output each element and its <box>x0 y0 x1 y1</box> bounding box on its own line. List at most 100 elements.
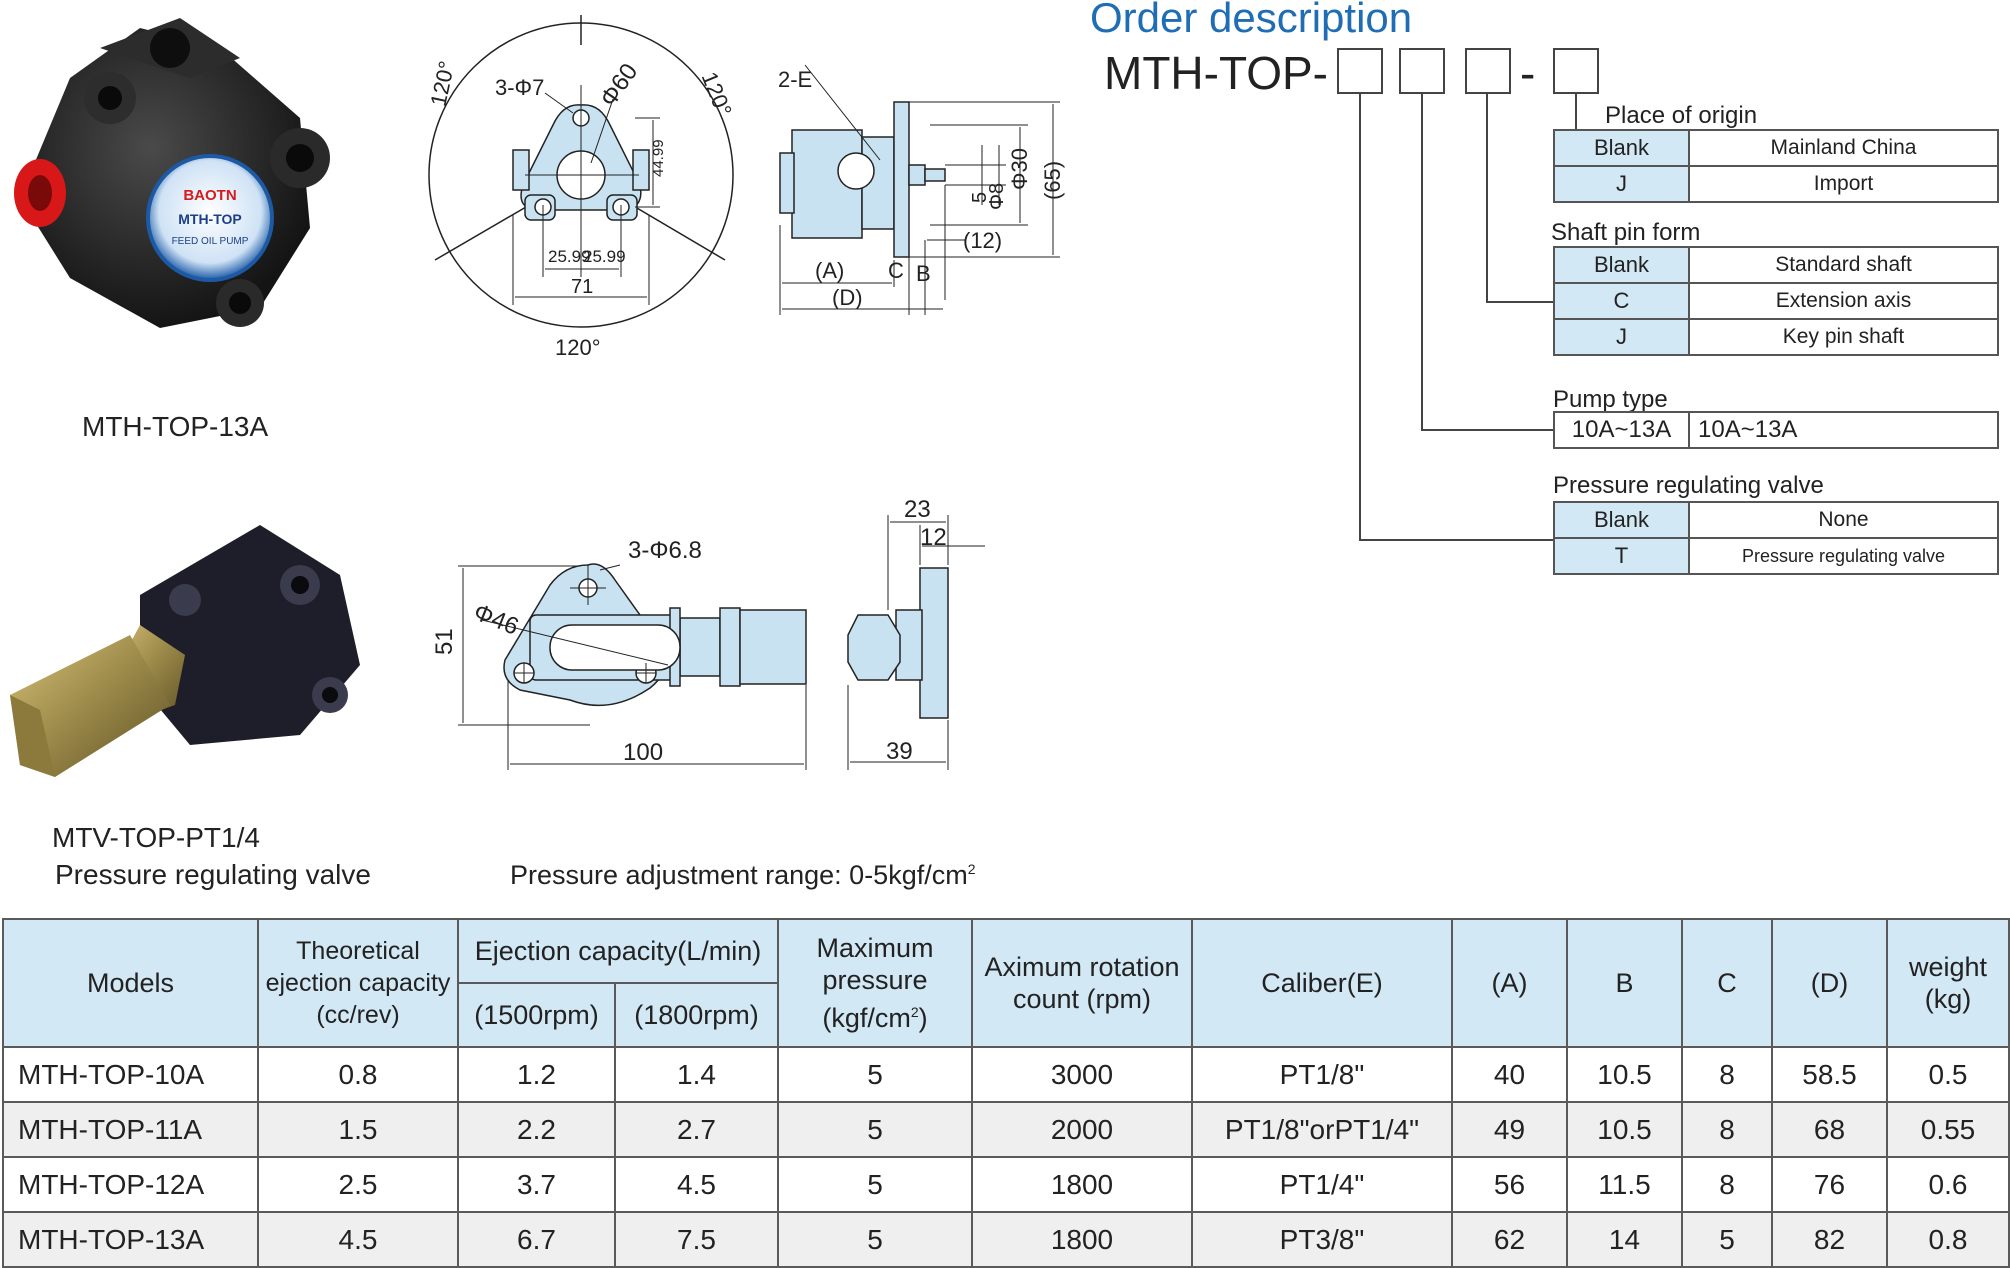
origin-value-blank: Mainland China <box>1688 129 1999 167</box>
header-c: C <box>1681 918 1773 1048</box>
pump-type-value: 10A~13A <box>1688 411 1999 449</box>
group-pump-type-title: Pump type <box>1553 386 1668 413</box>
table-cell: 4.5 <box>614 1156 779 1213</box>
pump-label-model: MTH-TOP <box>178 211 242 227</box>
pump-side-c: C <box>888 258 904 283</box>
pump-photo: BAOTN MTH-TOP FEED OIL PUMP <box>14 18 330 328</box>
pump-front-angle-right: 120° <box>697 68 737 120</box>
table-cell: 5 <box>777 1046 973 1103</box>
table-cell: MTH-TOP-10A <box>2 1046 259 1103</box>
header-theoretical: Theoretical ejection capacity (cc/rev) <box>257 918 459 1048</box>
group-origin-title: Place of origin <box>1605 102 1758 129</box>
table-cell: 1.2 <box>457 1046 616 1103</box>
valve-front-height: 51 <box>431 628 458 655</box>
table-cell: 40 <box>1451 1046 1568 1103</box>
order-code-box-valve <box>1337 48 1383 94</box>
pump-front-angle-left: 120° <box>425 59 459 109</box>
order-code-box-type <box>1399 48 1445 94</box>
table-cell: 62 <box>1451 1211 1568 1268</box>
header-rpm-1800: (1800rpm) <box>614 982 779 1048</box>
origin-value-j: Import <box>1688 165 1999 203</box>
table-cell: 56 <box>1451 1156 1568 1213</box>
table-cell: 0.8 <box>1886 1211 2010 1268</box>
table-cell: 7.5 <box>614 1211 779 1268</box>
table-cell: MTH-TOP-13A <box>2 1211 259 1268</box>
spec-table: Models Theoretical ejection capacity (cc… <box>2 918 2010 1268</box>
valve-caption-model: MTV-TOP-PT1/4 <box>52 822 260 853</box>
pump-front-width: 71 <box>571 276 593 298</box>
table-cell: 2.7 <box>614 1101 779 1158</box>
valve-side-d39: 39 <box>886 738 913 765</box>
shaft-key-c: C <box>1553 282 1690 320</box>
table-cell: 8 <box>1681 1101 1773 1158</box>
table-cell: 1800 <box>971 1156 1193 1213</box>
pump-caption: MTH-TOP-13A <box>82 411 269 442</box>
origin-key-blank: Blank <box>1553 129 1690 167</box>
pump-front-angle-bottom: 120° <box>555 335 601 360</box>
pump-front-dia: Φ60 <box>595 59 643 112</box>
valve-photo <box>10 525 360 777</box>
table-cell: 0.8 <box>257 1046 459 1103</box>
table-cell: 2000 <box>971 1101 1193 1158</box>
valve-value-t: Pressure regulating valve <box>1688 537 1999 575</box>
table-cell: 0.6 <box>1886 1156 2010 1213</box>
table-cell: 58.5 <box>1771 1046 1888 1103</box>
table-cell: 0.55 <box>1886 1101 2010 1158</box>
pressure-range-note: Pressure adjustment range: 0-5kgf/cm2 <box>510 860 976 890</box>
table-cell: 11.5 <box>1566 1156 1683 1213</box>
pump-front-height: 44.99 <box>650 139 667 177</box>
pump-side-port: 2-E <box>778 67 812 92</box>
valve-caption-name: Pressure regulating valve <box>55 859 371 890</box>
order-code-prefix: MTH-TOP- <box>1104 47 1329 99</box>
group-valve-title: Pressure regulating valve <box>1553 472 1824 499</box>
table-cell: 5 <box>777 1211 973 1268</box>
table-cell: 3000 <box>971 1046 1193 1103</box>
table-cell: MTH-TOP-12A <box>2 1156 259 1213</box>
pump-side-h65: (65) <box>1040 161 1065 200</box>
header-models: Models <box>2 918 259 1048</box>
table-cell: 68 <box>1771 1101 1888 1158</box>
header-a: (A) <box>1451 918 1568 1048</box>
pump-front-half-left: 25.99 <box>548 247 591 266</box>
table-cell: PT1/8"orPT1/4" <box>1191 1101 1453 1158</box>
valve-key-blank: Blank <box>1553 501 1690 539</box>
shaft-value-j: Key pin shaft <box>1688 318 1999 356</box>
table-cell: 8 <box>1681 1046 1773 1103</box>
table-cell: 10.5 <box>1566 1101 1683 1158</box>
valve-front-dia: Φ46 <box>470 599 523 641</box>
table-cell: 4.5 <box>257 1211 459 1268</box>
pump-side-s5: 5 <box>969 192 991 203</box>
pump-label-sub: FEED OIL PUMP <box>172 236 249 247</box>
table-cell: 10.5 <box>1566 1046 1683 1103</box>
table-cell: 49 <box>1451 1101 1568 1158</box>
table-cell: 5 <box>1681 1211 1773 1268</box>
pump-side-d: (D) <box>832 285 863 310</box>
pump-side-d30: Φ30 <box>1007 148 1032 190</box>
order-code-dash: - <box>1520 47 1536 99</box>
table-cell: 2.2 <box>457 1101 616 1158</box>
header-rpm-1500: (1500rpm) <box>457 982 616 1048</box>
shaft-key-j: J <box>1553 318 1690 356</box>
valve-side-d23: 23 <box>904 496 931 523</box>
pump-front-drawing: 3-Φ7 Φ60 120° 120° 120° 44.99 25.99 25.9… <box>425 15 737 360</box>
valve-value-blank: None <box>1688 501 1999 539</box>
table-cell: 1800 <box>971 1211 1193 1268</box>
pump-side-drawing: 2-E (65) Φ30 Φ8 5 (12) (A) C B (D) <box>778 64 1065 315</box>
pump-front-holes: 3-Φ7 <box>495 75 544 100</box>
table-cell: 1.4 <box>614 1046 779 1103</box>
header-weight: weight (kg) <box>1886 918 2010 1048</box>
pump-label-brand: BAOTN <box>183 187 236 204</box>
table-cell: 3.7 <box>457 1156 616 1213</box>
pump-side-l12: (12) <box>963 228 1002 253</box>
pump-side-a: (A) <box>815 258 844 283</box>
valve-key-t: T <box>1553 537 1690 575</box>
header-max-pressure: Maximum pressure(kgf/cm2) <box>777 918 973 1048</box>
table-cell: 76 <box>1771 1156 1888 1213</box>
order-code-box-origin <box>1553 48 1599 94</box>
valve-side-d12: 12 <box>920 524 947 551</box>
